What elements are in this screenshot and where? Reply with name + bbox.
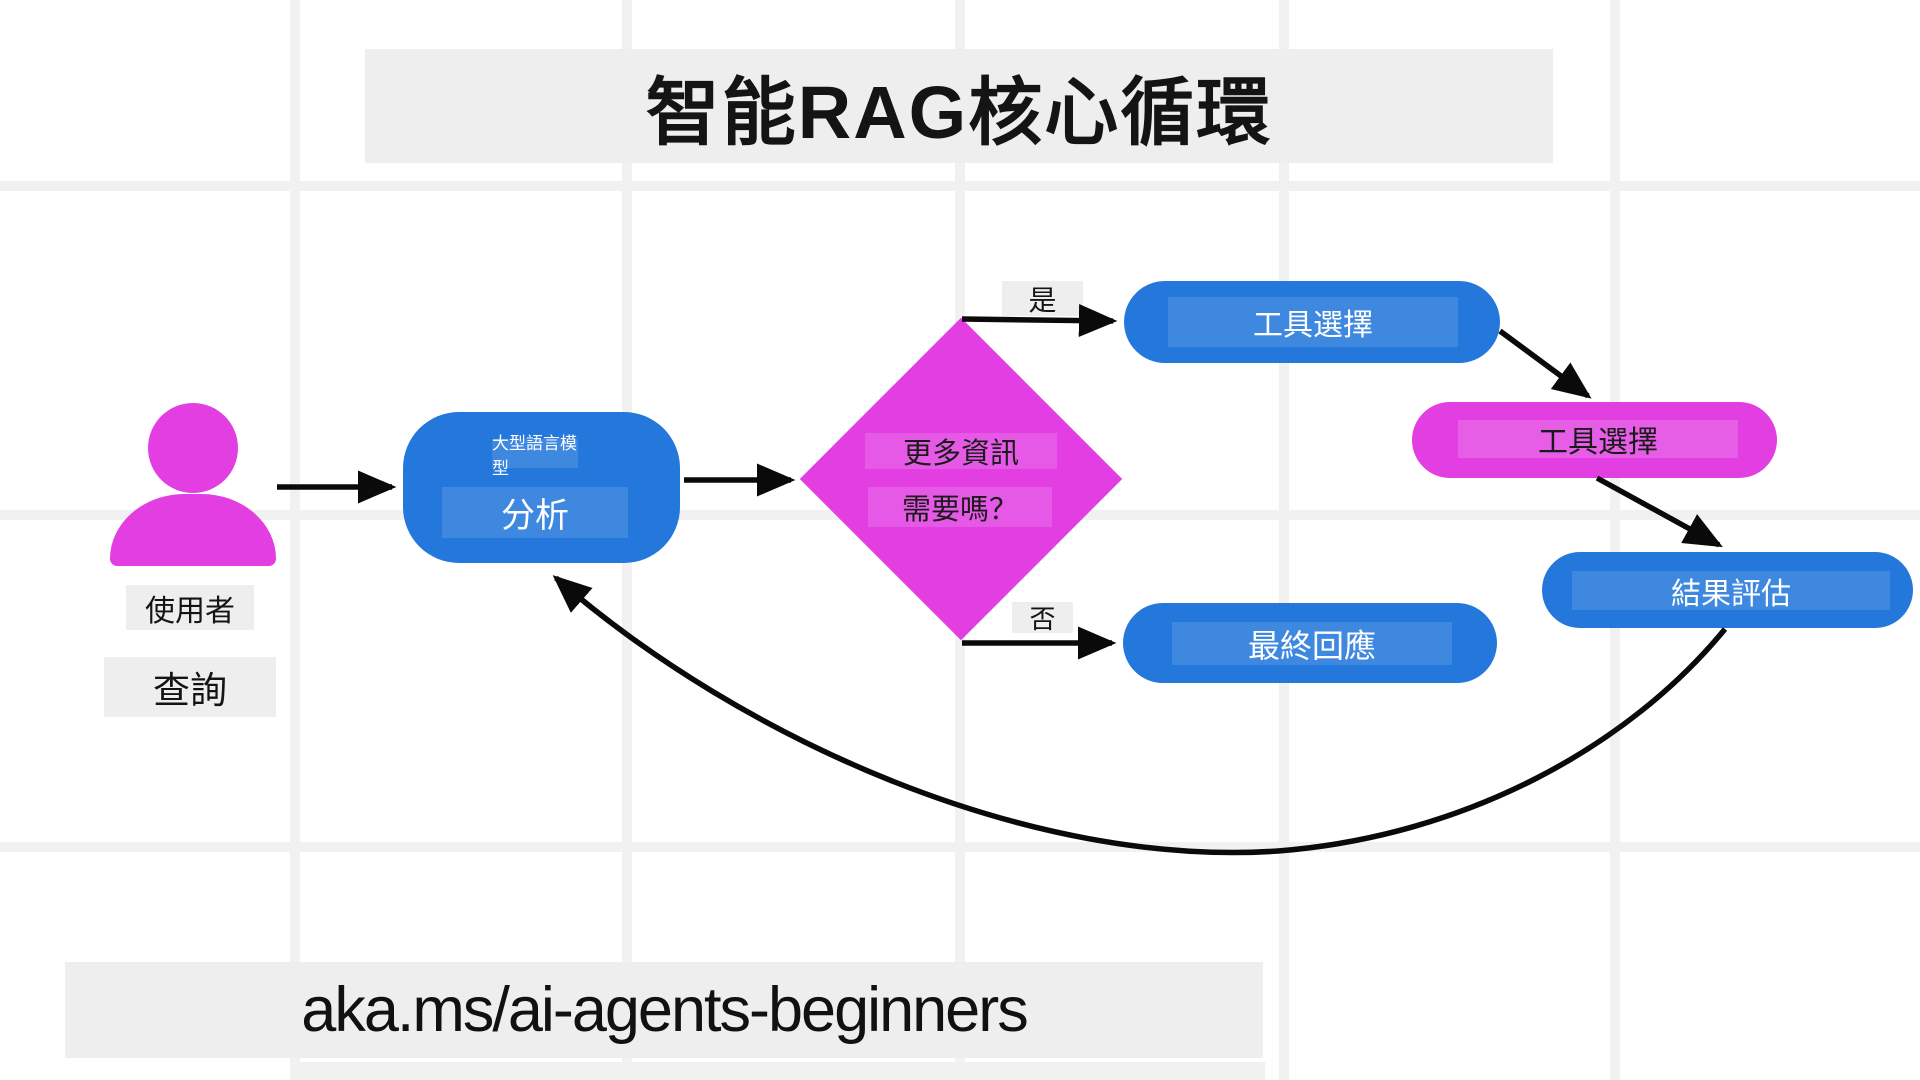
- node-final-response: 最終回應: [1123, 603, 1497, 683]
- user-icon-head: [148, 403, 238, 493]
- user-label-text: 使用者: [145, 594, 235, 628]
- node-llm-label: 分析: [442, 487, 628, 538]
- node-result-evaluation: 結果評估: [1542, 552, 1913, 628]
- grid-line: [1279, 0, 1289, 1080]
- diagram-title-text: 智能RAG核心循環: [645, 70, 1273, 154]
- arrow-decision-yes-to-tool: [961, 304, 1118, 338]
- grid-line: [0, 181, 1920, 191]
- grid-line: [300, 1062, 1265, 1080]
- node-result-evaluation-label: 結果評估: [1572, 571, 1890, 611]
- node-llm-analysis: 大型語言模型 分析: [403, 412, 680, 563]
- user-icon-body: [110, 494, 276, 566]
- user-label: 使用者: [126, 585, 254, 630]
- node-tool-selection-magenta: 工具選擇: [1412, 402, 1777, 478]
- decision-text-line2: 需要嗎？: [868, 487, 1052, 527]
- footer-link-text: aka.ms/ai-agents-beginners: [301, 975, 1028, 1045]
- arrow-tool-blue-to-tool-magenta: [1498, 328, 1592, 399]
- node-final-response-label: 最終回應: [1172, 622, 1452, 665]
- footer-link: aka.ms/ai-agents-beginners: [65, 962, 1263, 1058]
- query-label: 查詢: [104, 657, 276, 717]
- grid-line: [290, 0, 300, 1080]
- edge-label-yes: 是: [1002, 281, 1083, 316]
- decision-diamond: [799, 317, 1123, 641]
- edge-label-no: 否: [1012, 602, 1073, 634]
- grid-line: [0, 842, 1920, 852]
- node-tool-selection-blue: 工具選擇: [1124, 281, 1500, 363]
- diagram-title: 智能RAG核心循環: [365, 49, 1553, 163]
- grid-line: [1610, 0, 1620, 1080]
- node-tool-selection-blue-label: 工具選擇: [1168, 297, 1458, 347]
- decision-text-line1: 更多資訊: [865, 433, 1057, 470]
- node-tool-selection-magenta-label: 工具選擇: [1458, 420, 1738, 459]
- query-label-text: 查詢: [153, 670, 227, 711]
- node-llm-tag: 大型語言模型: [492, 433, 578, 478]
